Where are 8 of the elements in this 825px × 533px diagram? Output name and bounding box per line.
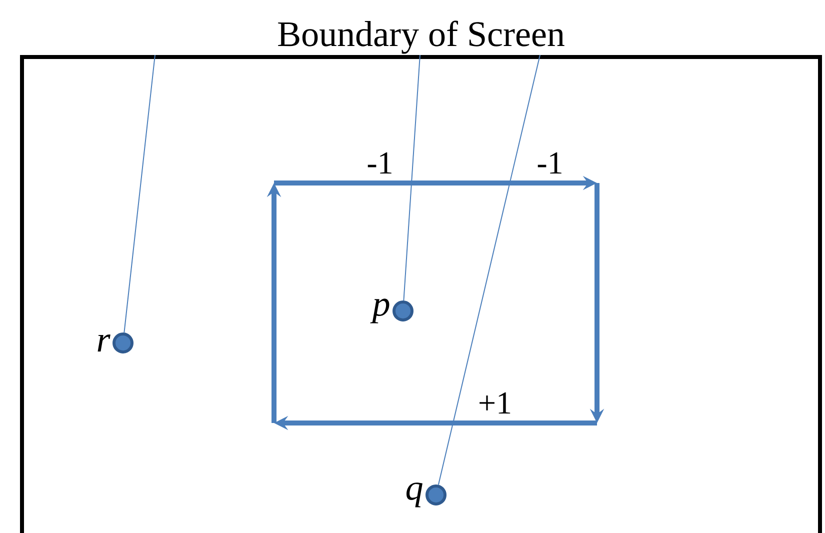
winding-number: -1 <box>368 152 392 174</box>
ray-line <box>124 54 156 334</box>
screen-title: Boundary of Screen <box>278 20 564 54</box>
winding-number: -1 <box>538 152 562 174</box>
ray-line <box>438 54 540 486</box>
winding-number: +1 <box>480 392 510 414</box>
screen-boundary <box>20 55 822 533</box>
ray-line <box>403 54 420 301</box>
